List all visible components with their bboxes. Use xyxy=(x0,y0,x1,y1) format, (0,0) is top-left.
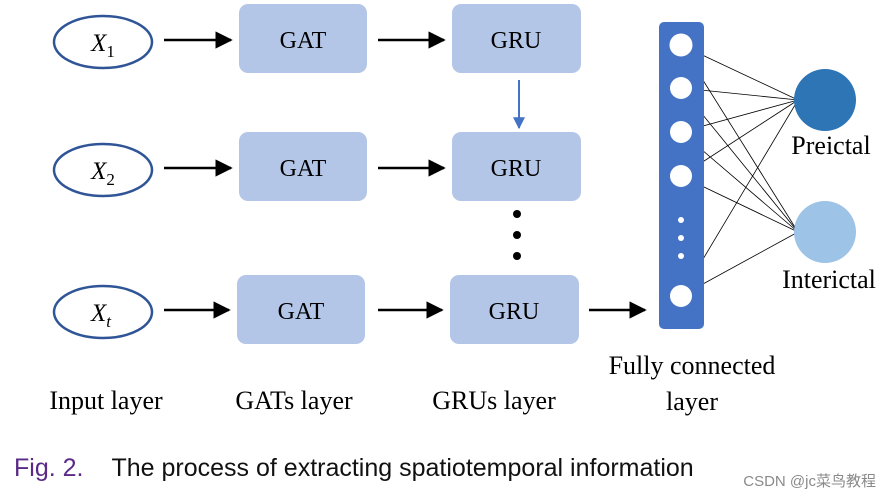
gat-box-t xyxy=(237,275,365,344)
fc-node-3 xyxy=(670,121,692,143)
figure-caption-text: The process of extracting spatiotemporal… xyxy=(111,454,694,482)
grus-layer-label: GRUs layer xyxy=(432,386,556,415)
watermark: CSDN @jc菜鸟教程 xyxy=(743,473,876,490)
input-label-xt: Xt xyxy=(90,300,112,331)
gat-box-1 xyxy=(239,4,367,73)
gats-layer-label: GATs layer xyxy=(235,386,353,415)
preictal-node xyxy=(794,69,856,131)
fc-node-2 xyxy=(670,77,692,99)
input-layer-label: Input layer xyxy=(49,386,163,415)
input-node-xt xyxy=(52,284,154,340)
input-label-x2: X2 xyxy=(90,158,115,189)
fc-node-1 xyxy=(669,33,693,57)
fc-node-last xyxy=(670,285,692,307)
fc-layer-label-line1: Fully connected xyxy=(609,351,776,380)
fc-ellipsis xyxy=(678,217,684,259)
gru-vertical-ellipsis xyxy=(513,210,521,260)
gru-label-1: GRU xyxy=(491,28,542,54)
figure-number: Fig. 2. xyxy=(14,454,84,482)
fc-node-4 xyxy=(670,165,692,187)
gru-label-t: GRU xyxy=(489,299,540,325)
gru-box-1 xyxy=(452,4,581,73)
figure-caption: Fig. 2. The process of extracting spatiot… xyxy=(14,454,694,483)
gat-box-2 xyxy=(239,132,367,201)
gru-box-t xyxy=(450,275,579,344)
gru-box-2 xyxy=(452,132,581,201)
fc-layer-label-line2: layer xyxy=(666,387,718,416)
input-node-x1 xyxy=(52,14,154,70)
input-node-x2 xyxy=(52,142,154,198)
gru-label-2: GRU xyxy=(491,156,542,182)
interictal-node xyxy=(794,201,856,263)
preictal-label: Preictal xyxy=(791,131,870,160)
input-label-x1: X1 xyxy=(90,30,115,61)
interictal-label: Interictal xyxy=(782,265,876,294)
gat-label-1: GAT xyxy=(280,28,327,54)
gat-label-t: GAT xyxy=(278,299,325,325)
gat-label-2: GAT xyxy=(280,156,327,182)
